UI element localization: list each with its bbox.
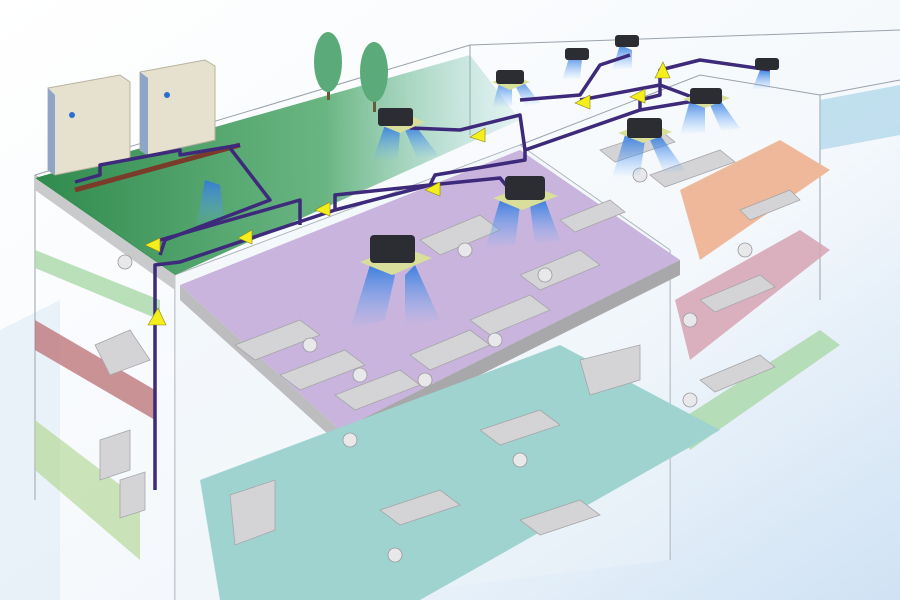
flow-arrow-icon — [469, 127, 486, 143]
chair-icon — [457, 242, 473, 258]
chair-icon — [342, 432, 358, 448]
indoor-cassette-unit-icon — [755, 58, 779, 70]
desk-icon — [479, 409, 561, 446]
flow-arrow-icon — [654, 61, 671, 79]
desk-icon — [469, 294, 551, 336]
slab-edge-purple — [180, 285, 340, 445]
desk-icon — [94, 329, 151, 376]
flow-arrow-icon — [237, 229, 253, 245]
flow-arrows — [144, 61, 671, 326]
flow-arrow-icon — [147, 307, 167, 326]
flow-arrow-icon — [314, 201, 331, 217]
flow-arrow-icon — [424, 181, 441, 197]
chair-icon — [302, 337, 318, 353]
chair-icon — [417, 372, 433, 388]
roof-drain — [74, 142, 241, 193]
chair-icon — [352, 367, 368, 383]
indoor-cassette-unit-icon — [618, 118, 672, 143]
desk-icon — [579, 344, 641, 396]
chair-icon — [117, 254, 133, 270]
tree-icon — [360, 42, 388, 112]
floor-purple — [180, 150, 680, 430]
indoor-units — [360, 35, 779, 275]
airflow — [195, 45, 770, 330]
floor-green-right — [680, 330, 840, 450]
desk-icon — [699, 274, 776, 313]
desk-icon — [379, 489, 461, 526]
floor-teal — [200, 345, 720, 600]
floor-orange-right — [680, 140, 830, 260]
outdoor-unit-icon — [139, 59, 216, 156]
chairs — [117, 167, 753, 563]
indoor-cassette-unit-icon — [492, 70, 530, 90]
desk-icon — [234, 319, 321, 361]
floor-red-left — [35, 320, 155, 420]
indoor-cassette-unit-icon — [615, 35, 639, 47]
floor-green-left — [35, 250, 160, 320]
desk-icon — [279, 349, 366, 391]
cabinet-icon — [99, 429, 131, 481]
desk-icon — [649, 149, 736, 188]
floor-green-lower-left — [35, 420, 140, 560]
indoor-cassette-unit-icon — [378, 108, 425, 133]
flow-arrow-icon — [574, 94, 591, 110]
flow-arrow-icon — [144, 237, 161, 253]
indoor-cassette-unit-icon — [493, 176, 558, 210]
chair-icon — [682, 312, 698, 328]
indoor-cassette-unit-icon — [683, 88, 730, 108]
chair-icon — [537, 267, 553, 283]
desk-icon — [699, 354, 776, 393]
chair-icon — [682, 392, 698, 408]
floor-blue-right — [820, 85, 900, 150]
chair-icon — [737, 242, 753, 258]
desk-icon — [559, 199, 626, 233]
roof-slab-edge — [35, 178, 175, 290]
ground-shadow — [0, 300, 60, 600]
desk-icon — [739, 189, 801, 221]
chair-icon — [512, 452, 528, 468]
cabinet-icon — [119, 471, 146, 519]
tree-icon — [314, 32, 342, 100]
indoor-cassette-unit-icon — [565, 48, 589, 60]
chair-icon — [487, 332, 503, 348]
flow-arrow-icon — [629, 88, 646, 104]
indoor-cassette-unit-icon — [360, 235, 432, 275]
cabinet-icon — [229, 479, 276, 546]
chair-icon — [387, 547, 403, 563]
desk-icon — [519, 499, 601, 536]
